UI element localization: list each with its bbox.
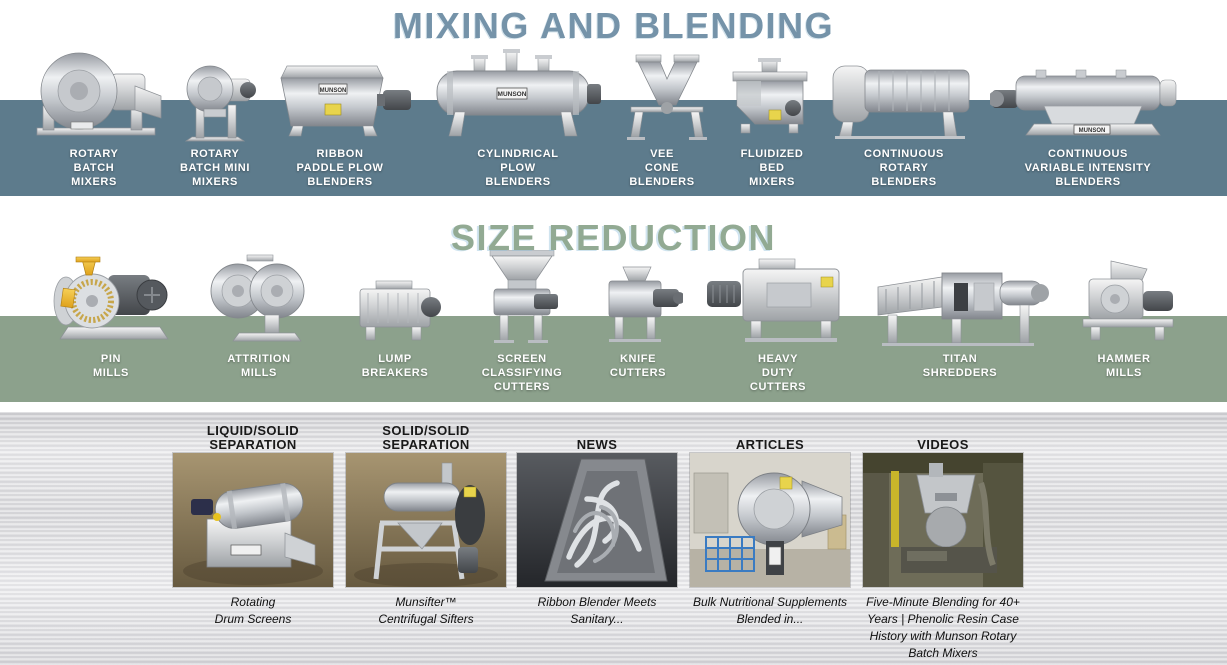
svg-text:MUNSON: MUNSON (320, 88, 347, 94)
product-label-continuous-rotary-blenders[interactable]: CONTINUOUS ROTARY BLENDERS (864, 148, 944, 188)
rotary-batch-mixers-image[interactable] (27, 48, 167, 143)
solid-solid-separation-header[interactable]: SOLID/SOLID SEPARATION (382, 423, 470, 452)
hammer-mills-image[interactable] (1071, 259, 1181, 344)
knife-cutters-image[interactable] (593, 265, 683, 345)
continuous-rotary-blenders-image[interactable] (825, 50, 975, 140)
size-reduction-title: SIZE REDUCTION (450, 217, 776, 258)
product-label-rotary-batch-mini-mixers[interactable]: ROTARY BATCH MINI MIXERS (180, 148, 250, 188)
product-label-pin-mills[interactable]: PIN MILLS (93, 353, 129, 379)
pin-mills-image[interactable] (50, 251, 175, 346)
munsifter-caption[interactable]: Munsifter™ Centrifugal Sifters (378, 595, 474, 626)
svg-text:MUNSON: MUNSON (498, 91, 527, 98)
vee-cone-blenders-image[interactable] (625, 51, 710, 141)
product-label-titan-shredders[interactable]: TITAN SHREDDERS (922, 353, 998, 379)
videos-thumbnail[interactable] (863, 453, 1023, 587)
news-caption[interactable]: Ribbon Blender Meets Sanitary... (537, 595, 657, 626)
product-label-lump-breakers[interactable]: LUMP BREAKERS (361, 353, 429, 379)
lump-breakers-image[interactable] (348, 279, 443, 344)
rotating-drum-screen-caption[interactable]: Rotating Drum Screens (214, 595, 292, 626)
articles-caption[interactable]: Bulk Nutritional Supplements Blended in.… (692, 595, 848, 626)
liquid-solid-separation-header[interactable]: LIQUID/SOLID SEPARATION (206, 423, 300, 452)
svg-text:MUNSON: MUNSON (1079, 128, 1106, 134)
titan-shredders-image[interactable] (872, 253, 1052, 348)
articles-thumbnail[interactable] (690, 453, 850, 587)
heavy-duty-cutters-image[interactable] (703, 255, 853, 345)
product-label-attrition-mills[interactable]: ATTRITION MILLS (227, 353, 291, 379)
mixing-section-title: MIXING AND BLENDING (392, 5, 835, 46)
munsifter-thumbnail[interactable] (346, 453, 506, 587)
product-label-knife-cutters[interactable]: KNIFE CUTTERS (609, 353, 667, 379)
product-label-hammer-mills[interactable]: HAMMER MILLS (1097, 353, 1151, 379)
mixing-and-blending-section: MIXING AND BLENDING (0, 0, 1227, 196)
bottom-links-section: LIQUID/SOLID SEPARATION Rotating Drum Sc… (0, 402, 1227, 665)
product-label-rotary-batch-mixers[interactable]: ROTARY BATCH MIXERS (69, 148, 119, 188)
continuous-variable-intensity-blenders-image[interactable]: MUNSON (990, 64, 1180, 139)
product-label-vee-cone-blenders[interactable]: VEE CONE BLENDERS (629, 148, 695, 188)
product-label-ribbon-paddle-plow-blenders[interactable]: RIBBON PADDLE PLOW BLENDERS (296, 148, 384, 188)
product-label-cylindrical-plow-blenders[interactable]: CYLINDRICAL PLOW BLENDERS (477, 148, 559, 188)
ribbon-blender-news-thumbnail[interactable] (517, 453, 677, 587)
news-header: NEWS (576, 437, 618, 452)
product-label-screen-classifying-cutters[interactable]: SCREEN CLASSIFYING CUTTERS (481, 353, 563, 393)
videos-header: VIDEOS (917, 437, 969, 452)
attrition-mills-image[interactable] (207, 249, 312, 344)
articles-header: ARTICLES (735, 437, 805, 452)
product-label-continuous-variable-intensity-blenders[interactable]: CONTINUOUS VARIABLE INTENSITY BLENDERS (1024, 148, 1152, 188)
product-label-fluidized-bed-mixers[interactable]: FLUIDIZED BED MIXERS (740, 148, 804, 188)
videos-caption[interactable]: Five-Minute Blending for 40+ Years | Phe… (866, 595, 1020, 660)
size-reduction-section: SIZE REDUCTION (0, 196, 1227, 402)
product-label-heavy-duty-cutters[interactable]: HEAVY DUTY CUTTERS (749, 353, 807, 393)
screen-classifying-cutters-image[interactable] (472, 250, 572, 345)
ribbon-paddle-plow-blenders-image[interactable]: MUNSON (267, 56, 417, 141)
rotating-drum-screen-thumbnail[interactable] (173, 453, 333, 587)
fluidized-bed-mixers-image[interactable] (725, 58, 815, 138)
cylindrical-plow-blenders-image[interactable]: MUNSON (427, 46, 602, 141)
rotary-batch-mini-mixers-image[interactable] (170, 57, 260, 142)
